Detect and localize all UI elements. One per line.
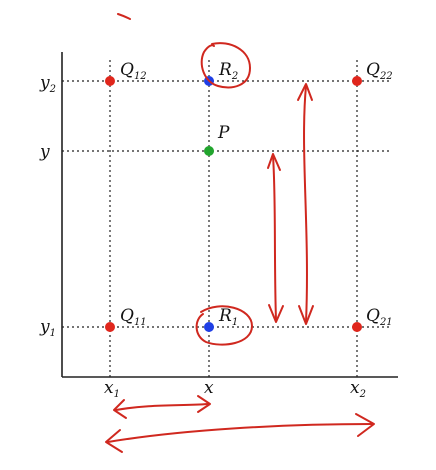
point-r1 <box>204 322 214 332</box>
annotation-arrowhead-right-short <box>197 395 211 413</box>
annotation-arrowhead-up-left <box>267 153 281 171</box>
point-label-q11: Q11 <box>120 306 147 328</box>
x-tick-label-x: x <box>204 378 214 398</box>
point-p <box>204 146 214 156</box>
y-tick-label-y2: y2 <box>39 73 56 95</box>
point-label-p: P <box>217 123 230 143</box>
y-tick-label-y1: y1 <box>39 317 56 339</box>
annotation-circle-r1 <box>195 305 253 346</box>
annotation-arrowhead-down-left <box>268 304 284 323</box>
point-label-q22: Q22 <box>366 60 393 82</box>
annotation-arrowhead-down-right <box>298 305 314 325</box>
annotation-stroke-top <box>117 13 131 20</box>
annotation-vertical-arrow-left <box>272 155 277 321</box>
x-tick-label-x2: x2 <box>350 378 366 400</box>
point-label-r1: R1 <box>218 306 238 328</box>
annotation-arrowhead-left-short <box>113 399 127 419</box>
point-label-q12: Q12 <box>120 60 147 82</box>
point-q21 <box>352 322 362 332</box>
x-tick-label-x1: x1 <box>104 378 120 400</box>
annotation-circle-r2 <box>200 42 251 89</box>
point-label-q21: Q21 <box>366 306 393 328</box>
point-q11 <box>105 322 115 332</box>
point-label-r2: R2 <box>218 60 238 82</box>
annotation-horizontal-arrow-short <box>115 403 209 411</box>
annotation-vertical-arrow-right <box>303 85 308 323</box>
annotation-arrowhead-right-long <box>355 413 375 437</box>
annotation-arrowhead-left-long <box>105 429 123 453</box>
point-q22 <box>352 76 362 86</box>
point-q12 <box>105 76 115 86</box>
annotation-arrowhead-up-right <box>297 83 313 101</box>
y-tick-label-y: y <box>39 142 50 162</box>
annotation-horizontal-arrow-long <box>107 423 373 443</box>
